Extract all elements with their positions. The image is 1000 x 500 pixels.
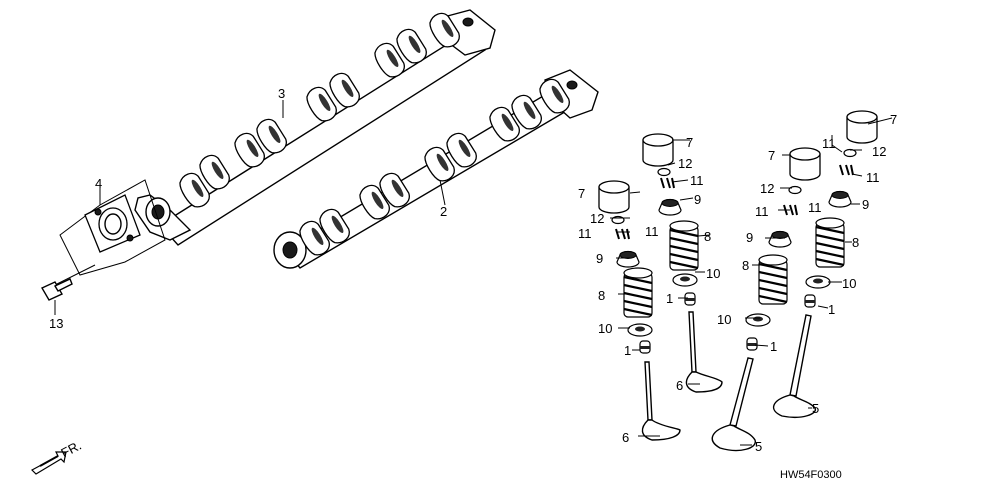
- callout-13: 13: [49, 316, 63, 331]
- callout-labels: 3 2 4 13 7 12 11 9 8 10 1 6 7 12 11 11 9…: [49, 86, 897, 454]
- front-arrow: FR.: [31, 438, 84, 475]
- callout-8: 8: [598, 288, 605, 303]
- callout-4: 4: [95, 176, 102, 191]
- callout-11: 11: [690, 173, 704, 188]
- callout-7: 7: [890, 112, 897, 127]
- callout-11: 11: [645, 224, 659, 239]
- callout-10: 10: [842, 276, 856, 291]
- callout-9: 9: [596, 251, 603, 266]
- callout-7: 7: [686, 135, 693, 150]
- callout-11: 11: [578, 226, 592, 241]
- callout-11: 11: [755, 204, 769, 219]
- callout-8: 8: [704, 229, 711, 244]
- callout-8: 8: [742, 258, 749, 273]
- callout-9: 9: [862, 197, 869, 212]
- callout-10: 10: [706, 266, 720, 281]
- callout-3: 3: [278, 86, 285, 101]
- callout-6: 6: [622, 430, 629, 445]
- callout-12: 12: [678, 156, 692, 171]
- callout-2: 2: [440, 204, 447, 219]
- leader-lines: [54, 100, 893, 446]
- callout-5: 5: [755, 439, 762, 454]
- diagram-code: HW54F0300: [780, 469, 842, 481]
- callout-12: 12: [760, 181, 774, 196]
- valve-train-third: [711, 147, 821, 452]
- callout-12: 12: [590, 211, 604, 226]
- callout-8: 8: [852, 235, 859, 250]
- callout-9: 9: [694, 192, 701, 207]
- callout-1: 1: [770, 339, 777, 354]
- callout-10: 10: [598, 321, 612, 336]
- callout-7: 7: [768, 148, 775, 163]
- callout-1: 1: [624, 343, 631, 358]
- cam-plate: [59, 179, 166, 276]
- callout-11: 11: [866, 170, 880, 185]
- bolt: [41, 264, 96, 301]
- callout-6: 6: [676, 378, 683, 393]
- callout-1: 1: [828, 302, 835, 317]
- callout-11: 11: [822, 136, 836, 151]
- callout-9: 9: [746, 230, 753, 245]
- callout-12: 12: [872, 144, 886, 159]
- camshaft-lower: [273, 69, 599, 269]
- valve-train-left: [598, 180, 681, 441]
- callout-7: 7: [578, 186, 585, 201]
- valve-train-right: [772, 110, 878, 418]
- callout-1: 1: [666, 291, 673, 306]
- callout-10: 10: [717, 312, 731, 327]
- camshaft-upper: [134, 9, 496, 246]
- callout-5: 5: [812, 401, 819, 416]
- callout-11: 11: [808, 200, 822, 215]
- valve-train-second: [642, 133, 723, 393]
